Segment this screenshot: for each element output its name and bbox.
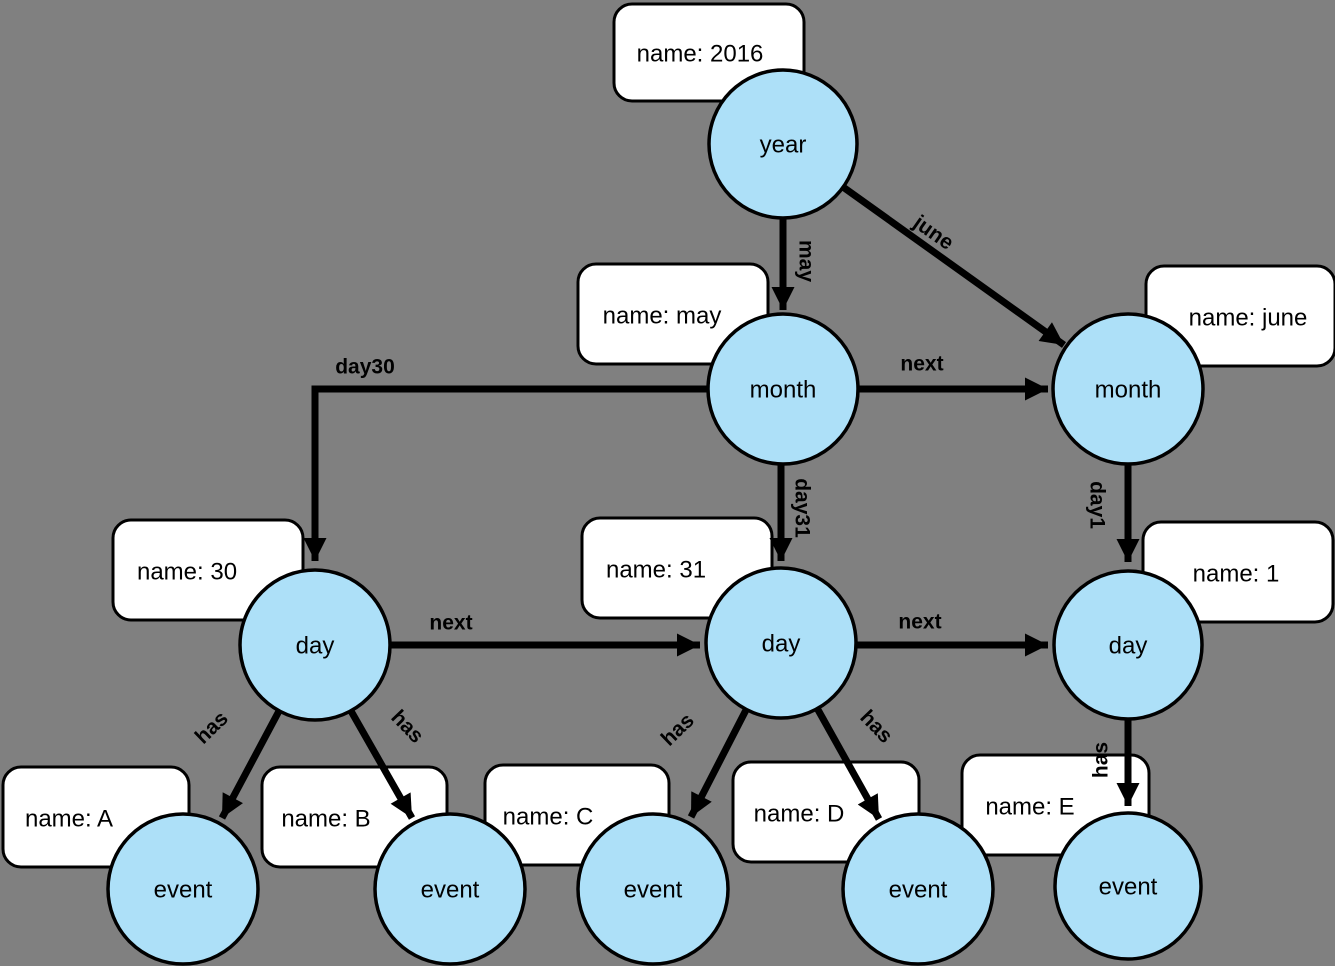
edge-label-may: may (795, 240, 818, 282)
node-label-day-31: day (762, 631, 801, 658)
node-day-30 (238, 568, 392, 722)
node-day-31 (704, 566, 858, 720)
node-day-1 (1052, 569, 1204, 721)
node-label-day-30: day (296, 633, 335, 660)
node-event-e (1053, 811, 1203, 961)
box-label-event-c: name: C (503, 804, 594, 831)
box-label-event-b: name: B (281, 806, 370, 833)
box-label-day-31: name: 31 (606, 557, 706, 584)
box-label-event-a: name: A (25, 806, 113, 833)
edge-year-month-june (840, 184, 1067, 348)
node-month-june (1051, 312, 1205, 466)
node-label-event-a: event (154, 877, 213, 904)
node-labels: year month month day day day event event… (154, 132, 1162, 904)
node-event-b (373, 812, 527, 966)
node-event-a (106, 812, 260, 966)
property-box-labels: name: 2016 name: may name: june name: 30… (25, 41, 1307, 833)
box-label-month-may: name: may (603, 303, 722, 330)
box-label-day-1: name: 1 (1193, 561, 1280, 588)
edge-label-day30: day30 (335, 356, 395, 379)
node-label-day-1: day (1109, 633, 1148, 660)
box-label-event-e: name: E (985, 794, 1074, 821)
node-label-month-june: month (1095, 377, 1162, 404)
edge-day31-has-event-d (813, 706, 883, 821)
edge-day30-has-event-a (218, 709, 283, 820)
node-label-event-c: event (624, 877, 683, 904)
edge-label-next-day-r: next (898, 611, 941, 634)
edge-label-has-e: has (1090, 742, 1113, 778)
edge-label-has-d: has (855, 706, 897, 748)
edge-day30-has-event-b (347, 709, 416, 820)
node-year (707, 68, 859, 220)
edge-label-day31: day31 (791, 478, 814, 538)
box-label-year: name: 2016 (637, 41, 764, 68)
node-label-year: year (760, 132, 807, 159)
edge-label-has-a: has (191, 707, 233, 749)
node-event-c (576, 812, 730, 966)
edges (218, 184, 1140, 821)
node-month-may (706, 312, 860, 466)
edge-month-day30 (303, 385, 707, 561)
node-label-event-b: event (421, 877, 480, 904)
box-label-day-30: name: 30 (137, 559, 237, 586)
edge-label-has-c: has (657, 709, 699, 751)
edge-label-next-day-l: next (429, 612, 472, 635)
node-label-month-may: month (750, 377, 817, 404)
box-label-event-d: name: D (754, 801, 845, 828)
edge-label-has-b: has (386, 706, 428, 748)
node-event-d (841, 812, 995, 966)
edge-day31-has-event-c (687, 708, 750, 819)
edge-label-next-month: next (900, 353, 943, 376)
nodes (106, 68, 1205, 966)
box-label-month-june: name: june (1189, 305, 1308, 332)
node-label-event-e: event (1099, 874, 1158, 901)
node-label-event-d: event (889, 877, 948, 904)
edge-label-day1: day1 (1086, 481, 1109, 529)
